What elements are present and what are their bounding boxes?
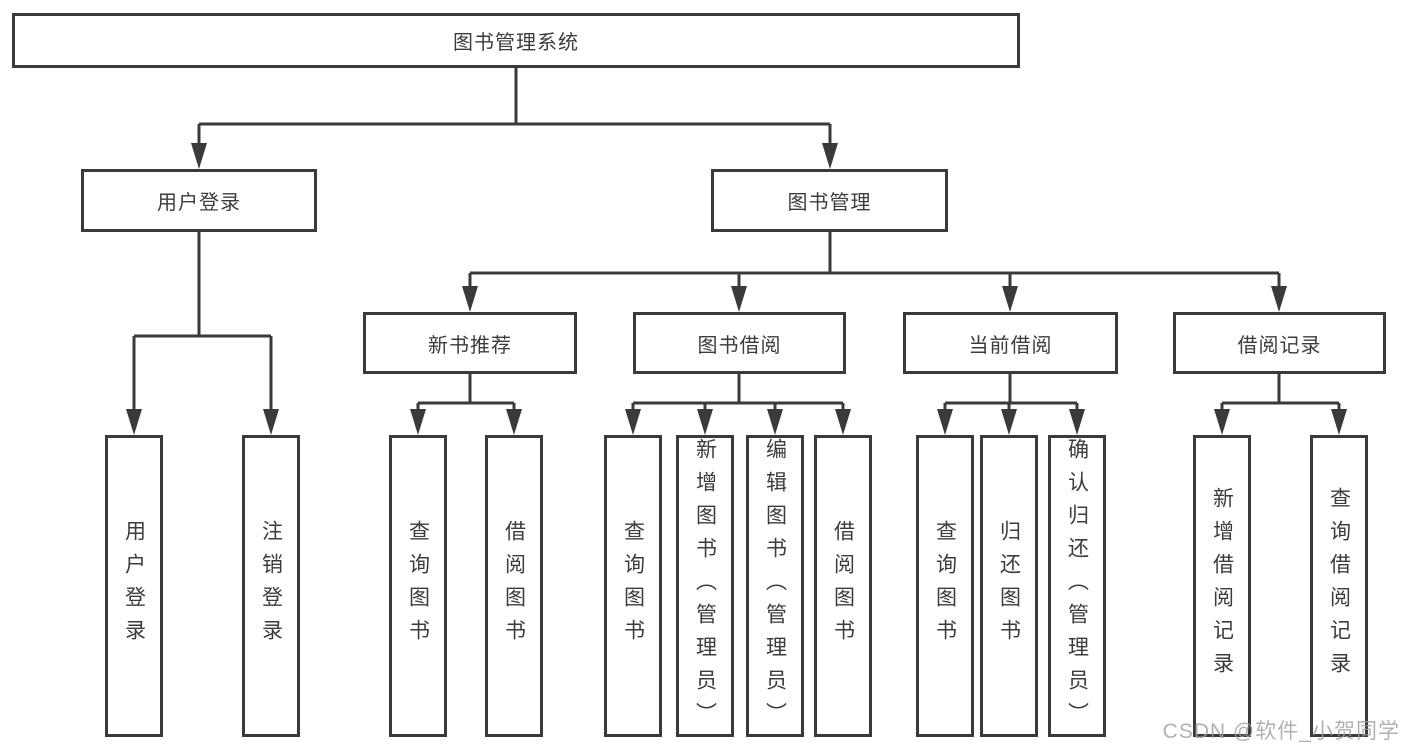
leaf-borrow-books-recommend: 借阅图书 bbox=[485, 435, 543, 737]
node-label: 用户登录 bbox=[157, 192, 241, 214]
leaf-add-borrow-record: 新增借阅记录 bbox=[1193, 435, 1251, 737]
leaf-add-books-admin: 新增图书（管理员） bbox=[676, 435, 734, 737]
leaf-logout: 注销登录 bbox=[242, 435, 300, 737]
node-label: 新书推荐 bbox=[428, 334, 512, 357]
node-book-borrowing: 图书借阅 bbox=[633, 312, 846, 374]
leaf-query-books-recommend: 查询图书 bbox=[389, 435, 447, 737]
node-label: 编辑图书（管理员） bbox=[763, 437, 787, 735]
node-label: 确认归还（管理员） bbox=[1065, 437, 1089, 735]
node-label: 新增借阅记录 bbox=[1210, 487, 1234, 685]
node-current-borrowing: 当前借阅 bbox=[903, 312, 1118, 374]
node-label: 借阅图书 bbox=[502, 520, 526, 652]
leaf-edit-books-admin: 编辑图书（管理员） bbox=[746, 435, 804, 737]
node-label: 用户登录 bbox=[122, 520, 146, 652]
node-label: 借阅图书 bbox=[831, 520, 855, 652]
leaf-query-books-current: 查询图书 bbox=[916, 435, 974, 737]
node-label: 查询图书 bbox=[933, 520, 957, 652]
node-book-management: 图书管理 bbox=[711, 169, 948, 232]
csdn-watermark: CSDN @软件_小贺同学 bbox=[1162, 720, 1400, 743]
node-label: 查询图书 bbox=[406, 520, 430, 652]
leaf-query-books-borrowing: 查询图书 bbox=[604, 435, 662, 737]
node-label: 注销登录 bbox=[259, 520, 283, 652]
node-label: 图书借阅 bbox=[697, 334, 782, 357]
node-user-login: 用户登录 bbox=[81, 169, 317, 232]
leaf-query-borrow-record: 查询借阅记录 bbox=[1310, 435, 1368, 737]
leaf-user-login: 用户登录 bbox=[105, 435, 163, 737]
node-library-system: 图书管理系统 bbox=[12, 13, 1020, 68]
node-label: 图书管理 bbox=[787, 192, 872, 214]
node-label: 图书管理系统 bbox=[453, 32, 579, 54]
node-label: 查询图书 bbox=[621, 520, 645, 652]
leaf-confirm-return-admin: 确认归还（管理员） bbox=[1048, 435, 1106, 737]
node-label: 查询借阅记录 bbox=[1327, 487, 1351, 685]
node-new-book-recommend: 新书推荐 bbox=[363, 312, 577, 374]
leaf-return-books: 归还图书 bbox=[980, 435, 1038, 737]
node-label: 借阅记录 bbox=[1237, 334, 1322, 357]
node-label: 归还图书 bbox=[997, 520, 1021, 652]
node-label: 当前借阅 bbox=[968, 334, 1053, 357]
leaf-borrow-books-borrowing: 借阅图书 bbox=[814, 435, 872, 737]
node-borrowing-records: 借阅记录 bbox=[1173, 312, 1386, 374]
node-label: 新增图书（管理员） bbox=[693, 437, 717, 735]
